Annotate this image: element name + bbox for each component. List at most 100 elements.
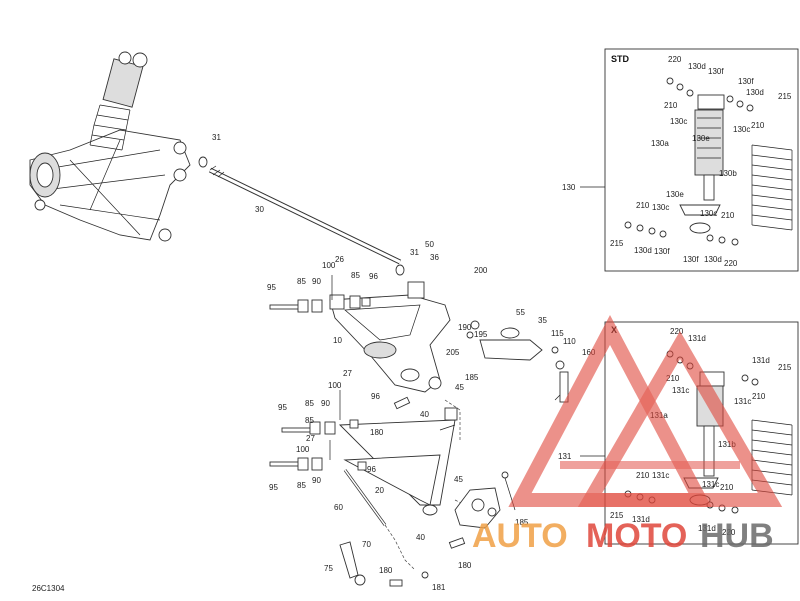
callout-main-35: 96: [367, 465, 376, 474]
upper-hardware: [269, 275, 371, 313]
watermark-auto: AUTO: [472, 517, 568, 555]
callout-x-9: 131b: [718, 440, 736, 449]
callout-x-18: 220: [722, 528, 736, 537]
callout-x-15: 131c: [702, 480, 719, 489]
callout-main-47: 180: [458, 561, 472, 570]
callout-main-15: 35: [538, 316, 547, 325]
std-kit-header: STD: [611, 54, 630, 64]
callout-main-36: 95: [269, 483, 278, 492]
callout-std-7: 215: [778, 92, 792, 101]
callout-main-11: 85: [297, 277, 306, 286]
callout-std-13: 130e: [666, 190, 684, 199]
callout-main-24: 27: [343, 369, 352, 378]
callout-std-2: 210: [664, 101, 678, 110]
callout-main-40: 45: [454, 475, 463, 484]
callout-main-48: 181: [432, 583, 446, 592]
callout-main-44: 70: [362, 540, 371, 549]
callout-std-20: 130f: [683, 255, 699, 264]
callout-main-21: 160: [582, 348, 596, 357]
callout-main-13: 10: [333, 336, 342, 345]
callout-std-6: 130d: [746, 88, 764, 97]
callout-main-41: 60: [334, 503, 343, 512]
std-kit-box: STD 130: [562, 48, 799, 272]
callout-std-22: 130d: [704, 255, 722, 264]
callout-std-3: 130f: [708, 67, 724, 76]
callout-x-2: 210: [666, 374, 680, 383]
callout-main-7: 100: [322, 261, 336, 270]
callout-main-1: 30: [255, 205, 264, 214]
callout-main-17: 195: [474, 330, 488, 339]
callout-main-42: 185: [515, 518, 529, 527]
callout-main-14: 55: [516, 308, 525, 317]
callout-x-12: 131c: [652, 471, 669, 480]
callout-x-1: 131d: [688, 334, 706, 343]
callout-main-32: 180: [370, 428, 384, 437]
callout-main-34: 100: [296, 445, 310, 454]
callout-main-19: 115: [551, 329, 564, 338]
diagram-code: 26C1304: [32, 584, 65, 593]
callout-main-23: 45: [455, 383, 464, 392]
callout-x-16: 210: [720, 483, 734, 492]
callout-std-12: 130b: [719, 169, 737, 178]
callout-main-39: 20: [375, 486, 384, 495]
callout-main-25: 100: [328, 381, 342, 390]
callout-main-0: 31: [212, 133, 221, 142]
callout-x-13: 215: [610, 511, 624, 520]
callout-main-2: 31: [410, 248, 419, 257]
knuckle: [454, 471, 516, 529]
callout-x-7: 131c: [734, 397, 751, 406]
callout-std-10: 210: [751, 121, 765, 130]
callout-std-5: 130f: [738, 77, 754, 86]
callout-x-4: 131d: [752, 356, 770, 365]
callout-std-14: 210: [636, 201, 650, 210]
callout-x-0: 220: [670, 327, 684, 336]
callout-main-4: 36: [430, 253, 439, 262]
std-kit-ref: 130: [562, 183, 576, 192]
callout-std-21: 210: [721, 211, 735, 220]
callout-std-1: 130d: [688, 62, 706, 71]
callout-main-5: 200: [474, 266, 488, 275]
watermark-hub: HUB: [700, 517, 774, 555]
callout-main-33: 27: [306, 434, 315, 443]
watermark-logo: AUTO MOTO HUB: [472, 315, 783, 555]
callout-main-6: 26: [335, 255, 344, 264]
callout-x-14: 131d: [632, 515, 650, 524]
callout-main-3: 50: [425, 240, 434, 249]
callout-x-5: 215: [778, 363, 792, 372]
callout-main-30: 85: [305, 416, 314, 425]
shaft-30: [198, 156, 405, 276]
link-rod-60: [339, 469, 466, 587]
callout-main-27: 85: [305, 399, 314, 408]
callout-main-16: 190: [458, 323, 472, 332]
callout-std-8: 130e: [692, 134, 710, 143]
callout-x-11: 210: [636, 471, 650, 480]
callout-main-9: 96: [369, 272, 378, 281]
callout-main-43: 40: [416, 533, 425, 542]
callout-std-17: 215: [610, 239, 624, 248]
callout-main-31: 40: [420, 410, 429, 419]
callout-x-8: 210: [752, 392, 766, 401]
callout-std-4: 130c: [670, 117, 687, 126]
spring-130b: [751, 144, 793, 231]
callout-std-11: 130a: [651, 139, 669, 148]
callout-x-17: 131d: [698, 524, 716, 533]
callout-main-20: 110: [563, 337, 576, 346]
callout-main-46: 180: [379, 566, 393, 575]
callout-std-16: 130c: [700, 209, 717, 218]
callout-std-0: 220: [668, 55, 682, 64]
callout-main-37: 85: [297, 481, 306, 490]
callout-main-12: 90: [312, 277, 321, 286]
callout-main-10: 95: [267, 283, 276, 292]
callout-std-15: 130c: [652, 203, 669, 212]
callout-std-19: 130f: [654, 247, 670, 256]
callout-main-22: 185: [465, 373, 479, 382]
watermark-moto: MOTO: [586, 517, 687, 555]
callout-x-10: 131: [558, 452, 572, 461]
callout-labels-x: 220131d210131c131d215131a131c210131b1312…: [558, 327, 792, 537]
trailing-arm-10: [329, 281, 451, 393]
callout-main-38: 90: [312, 476, 321, 485]
